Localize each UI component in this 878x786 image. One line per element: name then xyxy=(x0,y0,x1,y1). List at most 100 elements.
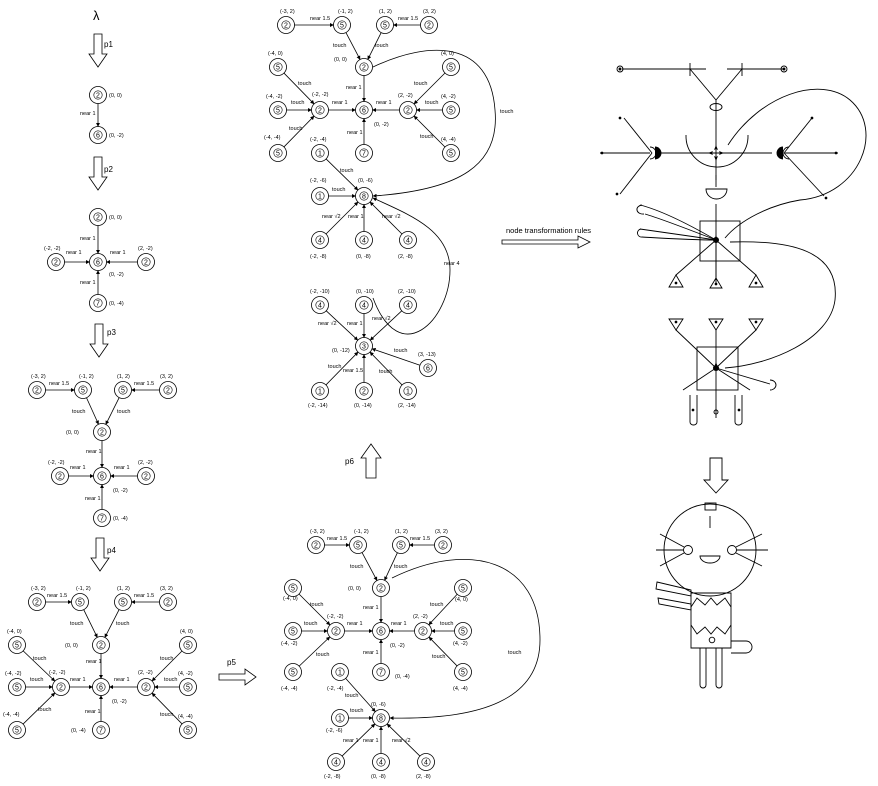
graph-node: 2 xyxy=(160,382,177,399)
edge-label: near 1 xyxy=(363,605,379,611)
node-label: 2 xyxy=(35,599,39,606)
graph-node: 2 xyxy=(29,382,46,399)
node-coordinate: (0, -4) xyxy=(71,728,86,734)
node-coordinate: (-3, 2) xyxy=(280,9,295,15)
node-label: 7 xyxy=(100,515,104,522)
node-label: 1 xyxy=(318,150,322,157)
graph-node: 4 xyxy=(373,754,390,771)
graph-node: 5 xyxy=(115,594,132,611)
edge-label: near 1 xyxy=(85,709,101,715)
edge-label: near 1 xyxy=(66,250,82,256)
node-label: 5 xyxy=(461,585,465,592)
graph-node: 5 xyxy=(75,382,92,399)
node-coordinate: (0, -6) xyxy=(371,702,386,708)
edge-label: near 1.5 xyxy=(49,381,69,387)
edge-label: touch xyxy=(30,677,43,683)
node-coordinate: (-1, 2) xyxy=(76,586,91,592)
node-label: 6 xyxy=(96,132,100,139)
node-label: 2 xyxy=(441,542,445,549)
edge-label: near 1 xyxy=(363,738,379,744)
node-coordinate: (0, -8) xyxy=(356,254,371,260)
node-coordinate: (-2, -2) xyxy=(49,670,66,676)
node-coordinate: (0, -6) xyxy=(358,178,373,184)
graph-node: 4 xyxy=(312,232,329,249)
node-label: 1 xyxy=(318,388,322,395)
node-coordinate: (3, 2) xyxy=(423,9,436,15)
node-label: 2 xyxy=(100,429,104,436)
edge-label: touch xyxy=(333,43,346,49)
node-coordinate: (4, -4) xyxy=(178,714,193,720)
node-label: 2 xyxy=(96,214,100,221)
edge-label: touch xyxy=(420,134,433,140)
node-coordinate: (-3, 2) xyxy=(31,374,46,380)
node-coordinate: (-4, -4) xyxy=(3,712,20,718)
edge-label: touch xyxy=(304,621,317,627)
node-label: 7 xyxy=(362,150,366,157)
node-label: 5 xyxy=(449,64,453,71)
edge-label: touch xyxy=(33,656,46,662)
node-coordinate: (-1, 2) xyxy=(79,374,94,380)
graph-node: 4 xyxy=(356,297,373,314)
graph-node: 2 xyxy=(94,424,111,441)
node-coordinate: (-2, -4) xyxy=(327,686,344,692)
edge-label: touch xyxy=(328,364,341,370)
edge-label: touch xyxy=(316,652,329,658)
node-coordinate: (0, -8) xyxy=(371,774,386,780)
edge-label: near 1 xyxy=(86,659,102,665)
start-symbol: λ xyxy=(93,8,100,23)
graph-node: 2 xyxy=(278,17,295,34)
graph-node: 4 xyxy=(356,232,373,249)
edge-label: near √2 xyxy=(322,213,341,220)
node-label: 6 xyxy=(362,107,366,114)
node-label: 2 xyxy=(54,259,58,266)
node-label: 4 xyxy=(406,302,410,309)
node-coordinate: (0, -2) xyxy=(112,699,127,705)
graph-node: 5 xyxy=(285,580,302,597)
node-coordinate: (-1, 2) xyxy=(338,9,353,15)
graph-node: 6 xyxy=(94,468,111,485)
node-coordinate: (-1, 2) xyxy=(354,529,369,535)
node-label: 5 xyxy=(15,642,19,649)
graph-node: 5 xyxy=(270,59,287,76)
graph-node: 8 xyxy=(356,188,373,205)
edge-label: near 1 xyxy=(70,677,86,683)
rules-arrow xyxy=(502,236,590,248)
graph-node: 4 xyxy=(418,754,435,771)
node-coordinate: (2, -2) xyxy=(138,670,153,676)
graph-edge xyxy=(326,159,358,190)
node-coordinate: (0, 0) xyxy=(348,586,361,592)
node-coordinate: (0, -12) xyxy=(332,348,350,354)
node-coordinate: (0, -4) xyxy=(395,674,410,680)
graph-node: 1 xyxy=(312,383,329,400)
edge-label: touch xyxy=(440,621,453,627)
graph-node: 5 xyxy=(180,679,197,696)
node-label: 2 xyxy=(99,642,103,649)
node-coordinate: (1, 2) xyxy=(117,586,130,592)
edge-label: touch xyxy=(350,564,363,570)
graph-node: 5 xyxy=(443,59,460,76)
node-label: 5 xyxy=(291,669,295,676)
graph-edge xyxy=(87,398,99,425)
edge-label: near 1 xyxy=(110,250,126,256)
graph-node: 7 xyxy=(373,664,390,681)
node-label: 2 xyxy=(144,259,148,266)
node-coordinate: (-2, -10) xyxy=(310,289,330,295)
edge-label: touch xyxy=(310,602,323,608)
edge-label: near 1.5 xyxy=(327,536,347,542)
graph-node: 5 xyxy=(115,382,132,399)
edge-label: touch xyxy=(332,187,345,193)
node-coordinate: (-2, -8) xyxy=(310,254,327,260)
graph-edge xyxy=(84,610,98,638)
node-label: 2 xyxy=(166,599,170,606)
node-coordinate: (1, 2) xyxy=(395,529,408,535)
edge-label: near 1 xyxy=(346,85,362,91)
graph-node: 2 xyxy=(421,17,438,34)
node-label: 4 xyxy=(362,302,366,309)
node-label: 1 xyxy=(338,669,342,676)
node-coordinate: (4, -2) xyxy=(178,671,193,677)
node-label: 2 xyxy=(362,64,366,71)
node-coordinate: (2, -2) xyxy=(138,246,153,252)
node-coordinate: (-4, -2) xyxy=(266,94,283,100)
edge-label: near 1 xyxy=(343,738,359,744)
